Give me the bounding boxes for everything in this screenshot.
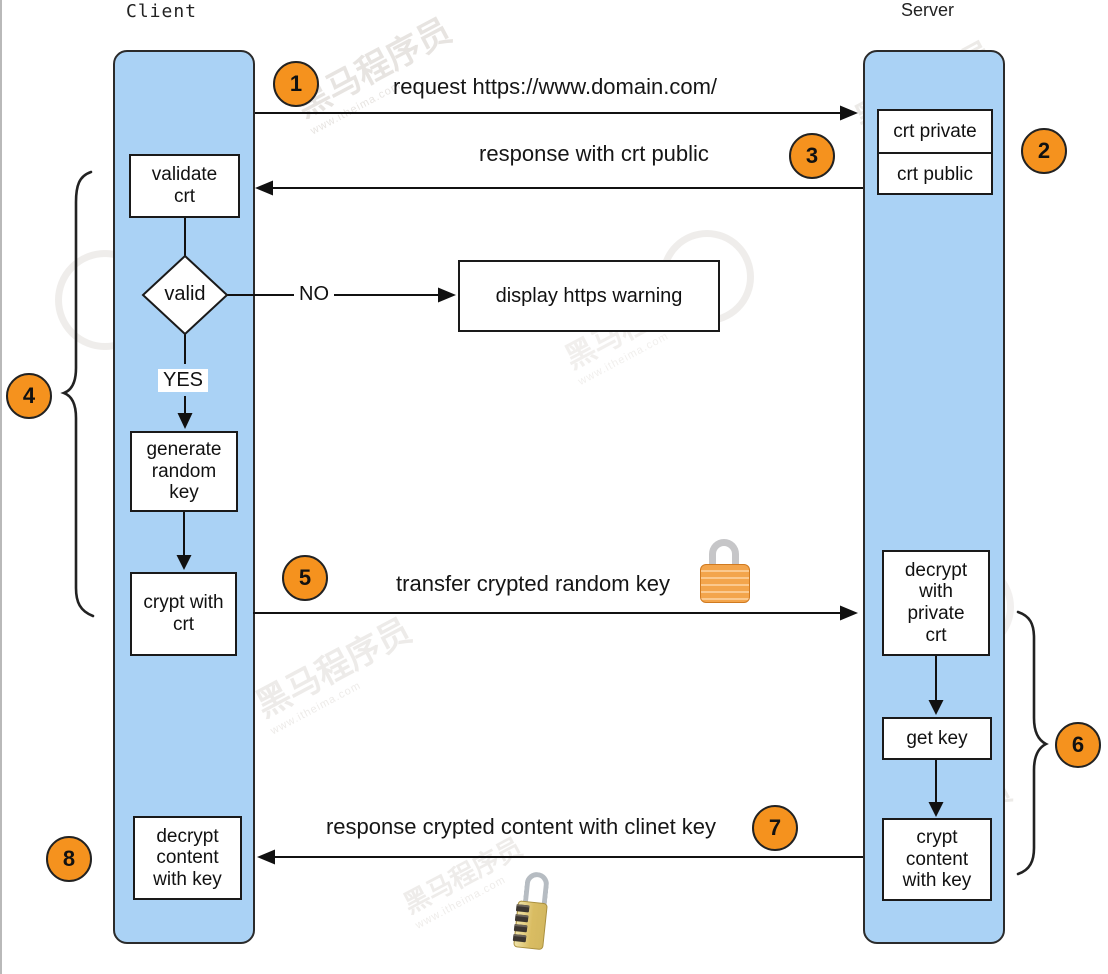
step-4-badge: 4: [6, 373, 52, 419]
arrowhead-transfer-key: [840, 605, 858, 621]
crypt-content-with-key-box: crypt content with key: [882, 818, 992, 901]
decrypt-content-with-key-box: decrypt content with key: [133, 816, 242, 900]
screenshot-left-border: [0, 0, 2, 974]
arrowhead-request: [840, 105, 858, 121]
combination-padlock-icon: [509, 870, 559, 952]
combination-dial: [512, 933, 527, 943]
server-title: Server: [901, 0, 955, 20]
arrowhead-no: [438, 287, 456, 303]
step-6-badge: 6: [1055, 722, 1101, 768]
request-message-label: request https://www.domain.com/: [392, 74, 718, 99]
no-branch-label: NO: [294, 283, 334, 306]
arrowhead-response-crt: [255, 180, 273, 196]
combination-dial: [513, 924, 528, 933]
client-title: Client: [126, 1, 198, 22]
arrowhead-response-content: [257, 849, 275, 865]
yes-branch-label: YES: [158, 369, 209, 392]
crypt-with-crt-box: crypt with crt: [130, 572, 237, 656]
step6-brace: [1016, 610, 1049, 876]
crt-private-cell: crt private: [893, 120, 977, 142]
get-key-box: get key: [882, 717, 992, 760]
transfer-key-message-label: transfer crypted random key: [396, 571, 670, 596]
validate-crt-box: validate crt: [129, 154, 240, 218]
step-7-badge: 7: [752, 805, 798, 851]
crt-pair-box: crt private crt public: [877, 109, 993, 195]
combination-dial: [514, 914, 529, 923]
step-1-badge: 1: [273, 61, 319, 107]
step-8-badge: 8: [46, 836, 92, 882]
padlock-icon: [699, 539, 751, 603]
combination-dial: [515, 904, 530, 913]
step-5-badge: 5: [282, 555, 328, 601]
padlock-shackle: [709, 539, 739, 567]
decrypt-with-private-crt-box: decrypt with private crt: [882, 550, 990, 656]
step-2-badge: 2: [1021, 128, 1067, 174]
generate-random-key-box: generate random key: [130, 431, 238, 512]
server-lifeline: [863, 50, 1005, 944]
valid-diamond-label: valid: [164, 283, 206, 305]
step4-brace: [60, 170, 95, 618]
step-3-badge: 3: [789, 133, 835, 179]
padlock-body: [700, 564, 750, 603]
response-crt-message-label: response with crt public: [479, 141, 709, 166]
crt-public-cell: crt public: [879, 152, 991, 195]
response-content-message-label: response crypted content with clinet key: [325, 814, 717, 839]
display-https-warning-box: display https warning: [458, 260, 720, 332]
